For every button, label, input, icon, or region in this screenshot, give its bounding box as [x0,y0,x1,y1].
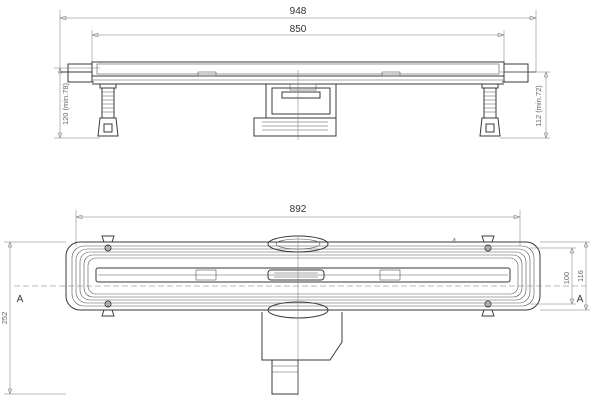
section-mark-left: A [17,294,24,305]
inner-height-label: 100 [562,272,571,285]
channel-width-dimension: 850 [91,24,505,62]
overall-height-label: 252 [0,312,9,325]
fixing-holes [101,235,495,317]
inner-height-dimension: 100 [530,247,576,305]
right-height-dimension: 112 (min.72) [500,71,550,139]
drain-tray-outline [65,241,541,311]
outer-height-dimension: 116 [540,241,590,311]
channel-width-label: 850 [290,24,307,35]
side-view: 948 850 [54,6,550,140]
overall-height-dimension: 252 [0,241,66,395]
section-line-a: A A [14,285,586,305]
left-height-dimension: 120 (min.78) [54,67,100,139]
overall-width-dimension: 948 [59,6,537,72]
length-dimension: 892 [75,204,521,246]
outer-height-label: 116 [576,270,585,282]
detail-number: 4 [452,236,456,245]
siphon-outlet [253,70,337,140]
outlet-drain [261,235,343,396]
section-mark-right: A [577,294,584,305]
right-support-leg [479,83,501,137]
left-support-leg [97,83,119,137]
top-view: 892 [0,204,590,396]
left-height-label: 120 (min.78) [61,82,70,125]
right-height-label: 112 (min.72) [534,85,543,127]
length-label: 892 [290,204,307,215]
overall-width-label: 948 [290,6,307,17]
